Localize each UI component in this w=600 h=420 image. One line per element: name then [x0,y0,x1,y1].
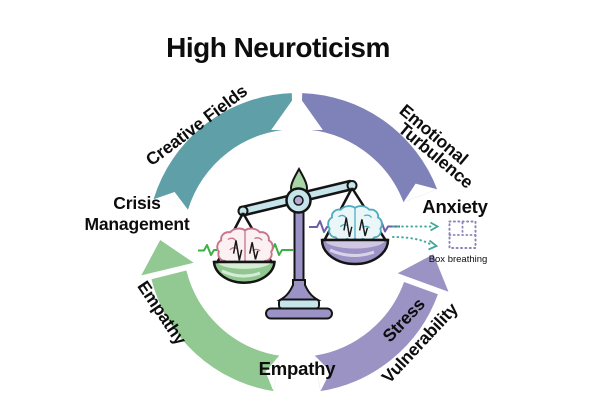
empathy-arrowhead-icon [141,240,194,276]
arc-emotional-turbulence [300,93,438,203]
box-breathing-icon-inner [448,221,477,236]
arc-stress-vulnerability [314,281,438,392]
label-empathy-bottom: Empathy [259,358,337,379]
left-pan-gloss [221,269,261,278]
box-breathing-label: Box breathing [429,254,488,265]
scale-base-foot [276,279,322,301]
ring [141,93,449,392]
dotted-arrow-icon [392,236,431,245]
up-arrow-icon [271,93,323,162]
arc-creative-fields [153,93,294,211]
left-pan-bowl-highlight [217,262,272,269]
arc-notch [314,355,331,392]
arc-notch [403,183,438,203]
arc-empathy [151,270,280,392]
page-title: High Neuroticism [166,32,390,63]
scale-base-plate [265,307,333,320]
scale-base-band [278,298,320,310]
label-crisis-line1: Crisis [113,193,161,213]
label-crisis-line2: Management [85,214,190,234]
arc-notch [153,192,188,210]
labels: High Neuroticism Creative Fields Emotion… [85,32,489,387]
arc-notch [265,355,280,392]
brain-ecg-spikes [343,217,369,238]
brain-ecg-spikes [232,240,259,261]
right-pan-bowl-highlight [325,240,385,249]
brain-icon-left [216,227,274,265]
stress-arrowhead-icon [397,254,449,292]
dotted-arrow-head [428,239,439,251]
brain-icon-right [327,205,383,242]
scale-pivot-center [293,195,304,206]
balance-scale-icon [198,166,400,320]
right-pan-gloss [329,248,375,257]
dotted-arrow-head [430,221,440,232]
label-anxiety: Anxiety [422,196,488,217]
box-breathing-annotation: Box breathing [392,220,488,265]
